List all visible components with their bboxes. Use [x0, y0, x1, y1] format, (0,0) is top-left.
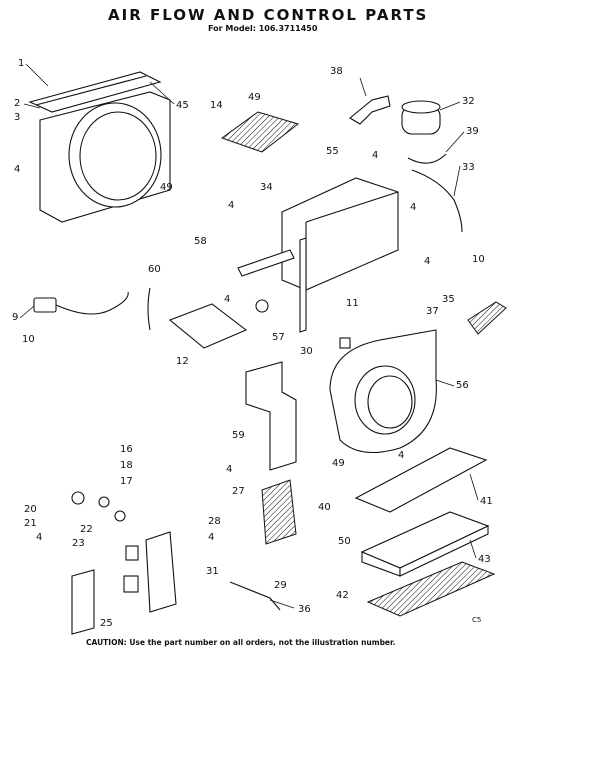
bar-58: [237, 249, 295, 277]
callout: 39: [466, 126, 479, 137]
callout: 4: [226, 464, 232, 475]
callout: 38: [330, 66, 343, 77]
callout: 3: [14, 112, 20, 123]
drain-tray: [360, 511, 490, 577]
callout: 4: [208, 532, 214, 543]
callout: 4: [410, 202, 416, 213]
top-cover-strip: [28, 71, 162, 113]
bracket-panel: [245, 361, 297, 471]
callout: 10: [22, 334, 35, 345]
callout: 1: [18, 58, 24, 69]
callout: 30: [300, 346, 313, 357]
clip-30: [339, 337, 351, 349]
callout: 21: [24, 518, 37, 529]
power-cord: [33, 287, 151, 331]
callout: 4: [228, 200, 234, 211]
callout: 25: [100, 618, 113, 629]
callout: 9: [12, 312, 18, 323]
callout: 27: [232, 486, 245, 497]
page-title: AIR FLOW AND CONTROL PARTS: [108, 6, 429, 24]
callout: 50: [338, 536, 351, 547]
model-subtitle: For Model: 106.3711450: [208, 24, 318, 33]
callout: 18: [120, 460, 133, 471]
panel-25: [71, 569, 95, 635]
wire-harness: [411, 169, 463, 233]
callout: 4: [424, 256, 430, 267]
callout: 12: [176, 356, 189, 367]
caution-note: CAUTION: Use the part number on all orde…: [86, 638, 396, 647]
callout: 4: [36, 532, 42, 543]
callout: 17: [120, 476, 133, 487]
callout: 34: [260, 182, 273, 193]
callout: 20: [24, 504, 37, 515]
vent-35: [467, 301, 507, 335]
callout: 59: [232, 430, 245, 441]
callout: 58: [194, 236, 207, 247]
leader-lines: [19, 63, 479, 609]
callout: 49: [248, 92, 261, 103]
callout: 41: [480, 496, 493, 507]
callout: 22: [80, 524, 93, 535]
callout: 29: [274, 580, 287, 591]
callout: 4: [398, 450, 404, 461]
capacitor: [401, 100, 441, 135]
callout: 23: [72, 538, 85, 549]
callout: 42: [336, 590, 349, 601]
callout: 60: [148, 264, 161, 275]
callout-labels: 1 2 3 4 45 49 14 49 38 32 39 33 55 4 34 …: [12, 58, 493, 629]
callout: 35: [442, 294, 455, 305]
clamp: [407, 153, 447, 164]
rod-36: [229, 581, 281, 611]
blower-housing: [329, 329, 437, 453]
callout: 36: [298, 604, 311, 615]
callout: 40: [318, 502, 331, 513]
drawing-code: C5: [472, 616, 482, 624]
callout: 49: [160, 182, 173, 193]
callout: 49: [332, 458, 345, 469]
plate-41: [354, 447, 488, 513]
callout: 55: [326, 146, 339, 157]
filter-grid: [220, 111, 300, 153]
callout: 43: [478, 554, 491, 565]
callout: 33: [462, 162, 475, 173]
callout: 4: [224, 294, 230, 305]
callout: 4: [372, 150, 378, 161]
control-box: [145, 531, 177, 613]
callout: 31: [206, 566, 219, 577]
front-panel: [39, 91, 171, 223]
callout: 11: [346, 298, 359, 309]
control-housing: [281, 177, 399, 333]
plate-12: [168, 303, 248, 349]
callout: 57: [272, 332, 285, 343]
callout: 45: [176, 100, 189, 111]
callout: 32: [462, 96, 475, 107]
callout: 16: [120, 444, 133, 455]
callout: 10: [472, 254, 485, 265]
callout: 4: [14, 164, 20, 175]
callout: 56: [456, 380, 469, 391]
filter-42: [366, 561, 496, 617]
bracket: [349, 95, 391, 125]
grille-27: [261, 479, 297, 545]
callout: 28: [208, 516, 221, 527]
callout: 37: [426, 306, 439, 317]
knob-57: [255, 299, 269, 313]
switch-22: [123, 545, 139, 593]
knob-stack: [71, 491, 126, 522]
callout: 14: [210, 100, 223, 111]
callout: 2: [14, 98, 20, 109]
